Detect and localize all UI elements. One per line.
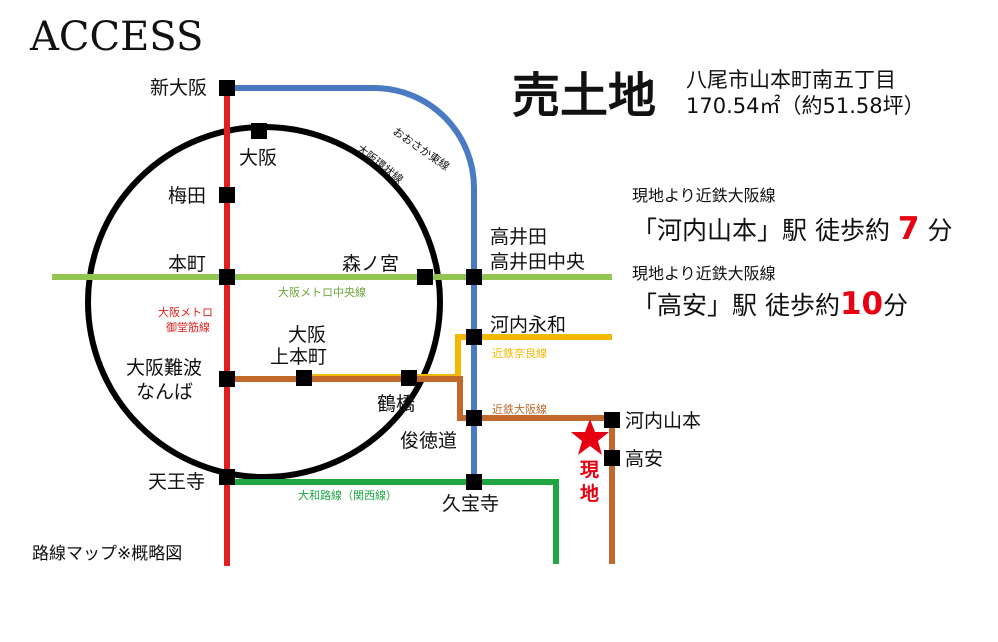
station-marker-osaka: [251, 123, 267, 139]
station-marker-hommachi: [219, 269, 235, 285]
station-marker-kawachi-eiwa: [466, 329, 482, 345]
station-label-namba-1: 大阪難波: [126, 357, 202, 379]
station-label-takaida-chuo: 高井田中央: [490, 251, 585, 273]
station-label-shuntokumichi: 俊徳道: [400, 430, 457, 452]
station-label-morinomiya: 森ノ宮: [342, 253, 399, 275]
station-label-hommachi: 本町: [168, 253, 206, 275]
yamatoji-line: [227, 479, 559, 564]
walk-info-1-station: 「河内山本」駅 徒歩約 7 分: [632, 211, 952, 247]
station-label-umeda: 梅田: [168, 185, 206, 207]
loop-line-label: 大阪環状線: [354, 141, 406, 186]
station-label-kawachi-yamamoto: 河内山本: [625, 410, 701, 432]
station-label-tsuruhashi: 鶴橋: [377, 393, 415, 415]
property-address: 八尾市山本町南五丁目: [686, 68, 896, 92]
station-marker-kawachi-yamamoto: [604, 412, 620, 428]
station-marker-morinomiya: [417, 269, 433, 285]
station-label-takayasu: 高安: [625, 448, 663, 470]
walk-info-2-station: 「高安」駅 徒歩約10分: [632, 286, 908, 322]
station-marker-takayasu: [604, 450, 620, 466]
kintetsu-osaka-line: [227, 376, 615, 564]
station-marker-shuntokumichi: [466, 410, 482, 426]
station-label-osaka: 大阪: [239, 147, 277, 169]
site-star-icon: [571, 419, 609, 455]
station-marker-namba: [219, 371, 235, 387]
station-label-shin-osaka: 新大阪: [150, 77, 207, 99]
kintetsu-osaka-line-label: 近鉄大阪線: [492, 402, 547, 416]
map-footnote: 路線マップ※概略図: [32, 544, 182, 564]
property-type: 売土地: [512, 68, 656, 124]
station-marker-tsuruhashi: [401, 370, 417, 386]
walk-info-1-from: 現地より近鉄大阪線: [632, 186, 776, 205]
osaka-higashi-line-label: おおさか東線: [390, 124, 452, 173]
station-label-kawachi-eiwa: 河内永和: [490, 314, 566, 336]
station-marker-uehommachi: [296, 370, 312, 386]
station-marker-umeda: [219, 187, 235, 203]
station-markers: [219, 80, 620, 490]
site-label-2: 地: [580, 482, 599, 505]
station-marker-takaida: [466, 269, 482, 285]
station-label-namba-2: なんば: [136, 381, 193, 403]
station-label-tennoji: 天王寺: [148, 471, 205, 493]
station-label-takaida: 高井田: [490, 226, 547, 248]
station-marker-tennoji: [219, 469, 235, 485]
kintetsu-nara-line: [302, 334, 612, 380]
walk-info-2-from: 現地より近鉄大阪線: [632, 264, 776, 283]
midosuji-line-label-1: 大阪メトロ: [158, 305, 213, 319]
station-label-kyuhoji: 久宝寺: [442, 493, 499, 515]
yamatoji-line-label: 大和路線（関西線）: [298, 488, 397, 502]
station-label-uehommachi-2: 上本町: [270, 346, 327, 368]
chuo-line-label: 大阪メトロ中央線: [278, 285, 366, 299]
osaka-higashi-line: [227, 85, 477, 482]
site-label-1: 現: [580, 459, 599, 481]
midosuji-line-label-2: 御堂筋線: [166, 320, 210, 334]
property-area: 170.54㎡（約51.58坪）: [686, 94, 925, 118]
kintetsu-nara-line-label: 近鉄奈良線: [492, 346, 547, 360]
station-label-uehommachi-1: 大阪: [288, 324, 326, 346]
osaka-loop-line: [85, 124, 443, 480]
station-marker-kyuhoji: [466, 474, 482, 490]
access-heading: ACCESS: [29, 14, 203, 60]
station-marker-shin-osaka: [219, 80, 235, 96]
